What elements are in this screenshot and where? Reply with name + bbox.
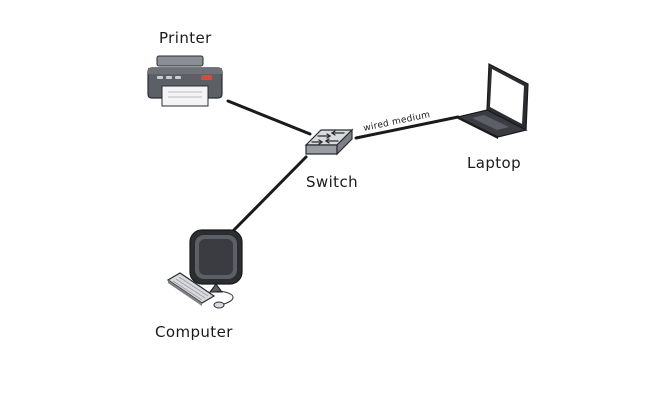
edge-switch-laptop	[354, 115, 460, 140]
connections	[226, 99, 460, 234]
switch-icon	[304, 128, 354, 156]
switch-label: Switch	[306, 173, 358, 191]
edge-switch-computer	[230, 155, 308, 234]
edge-printer-switch	[226, 99, 312, 136]
computer-label: Computer	[155, 323, 233, 341]
laptop-label: Laptop	[467, 154, 521, 172]
printer-label: Printer	[159, 29, 212, 47]
computer-icon	[166, 229, 243, 309]
laptop-icon	[456, 63, 529, 139]
printer-icon	[147, 55, 223, 107]
